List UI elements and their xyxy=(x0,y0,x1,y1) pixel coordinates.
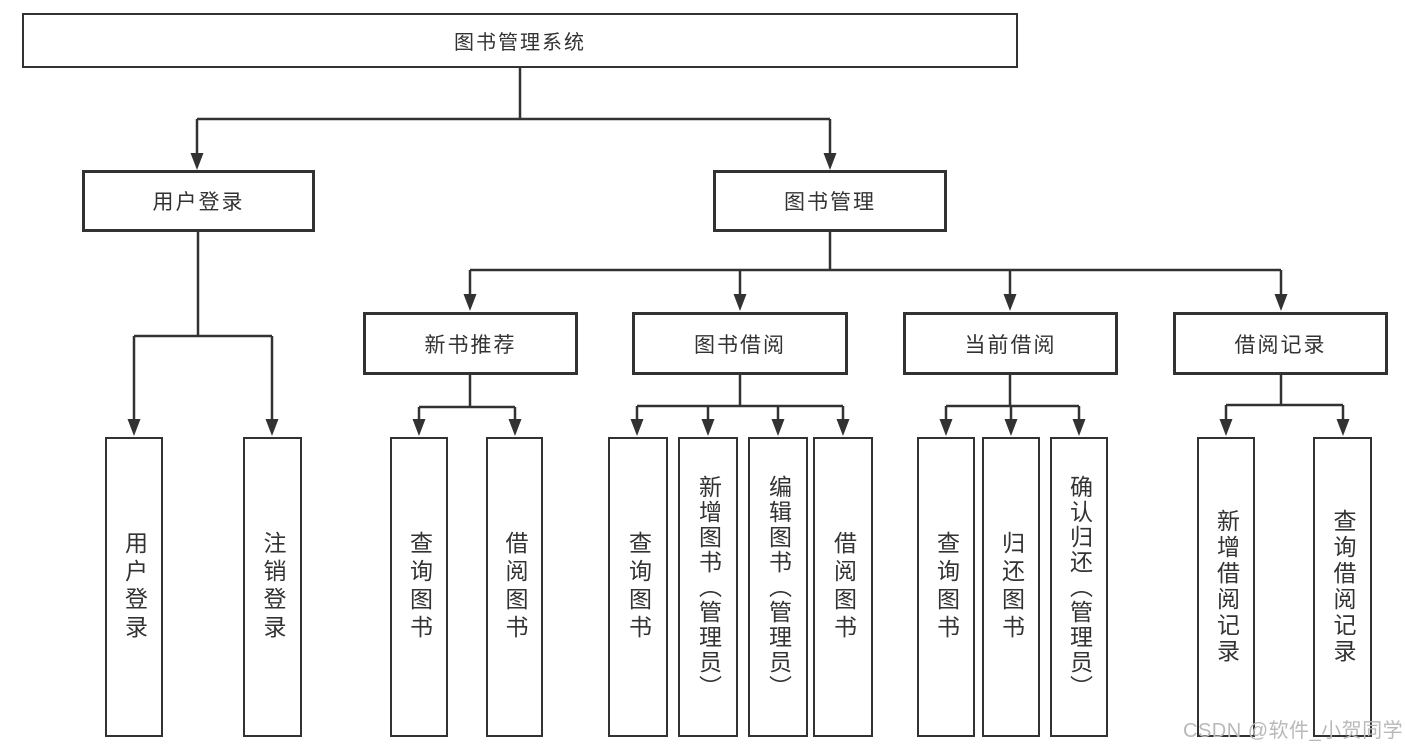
node-new-book-recommend: 新书推荐 xyxy=(363,312,578,375)
connector-newbook-to-leaves xyxy=(417,375,517,421)
node-user-login: 用户登录 xyxy=(82,170,315,232)
leaf-borrow-books: 借阅图书 xyxy=(813,437,873,737)
arrowhead xyxy=(265,419,279,436)
arrowhead xyxy=(733,294,747,311)
arrowhead xyxy=(1003,294,1017,311)
connector-borrow-to-leaves xyxy=(635,375,845,421)
leaf-logout: 注销登录 xyxy=(243,437,302,737)
leaf-add-borrow-record: 新增借阅记录 xyxy=(1197,437,1255,737)
connector-root-to-level2 xyxy=(195,68,832,156)
arrowhead xyxy=(463,294,477,311)
csdn-watermark: CSDN @软件_小贺同学 xyxy=(1183,720,1404,742)
arrowhead xyxy=(127,419,141,436)
connector-userlogin-to-leaves xyxy=(132,232,274,421)
node-book-management: 图书管理 xyxy=(713,170,947,232)
leaf-borrow-books-recommend: 借阅图书 xyxy=(486,437,543,737)
connector-current-to-leaves xyxy=(944,375,1081,421)
leaf-query-books-borrowing: 查询图书 xyxy=(608,437,668,737)
node-book-borrowing: 图书借阅 xyxy=(632,312,848,375)
arrowhead xyxy=(630,419,644,436)
leaf-return-books: 归还图书 xyxy=(982,437,1040,737)
leaf-query-books-current: 查询图书 xyxy=(917,437,975,737)
arrowhead xyxy=(190,153,204,170)
arrowhead xyxy=(412,419,426,436)
arrowhead xyxy=(836,419,850,436)
node-library-system: 图书管理系统 xyxy=(22,13,1018,68)
arrowhead xyxy=(823,153,837,170)
arrowhead xyxy=(508,419,522,436)
arrowhead xyxy=(771,419,785,436)
connector-records-to-leaves xyxy=(1224,375,1345,421)
leaf-add-books-admin: 新增图书（管理员） xyxy=(678,437,738,737)
arrowhead xyxy=(1004,419,1018,436)
arrowhead xyxy=(1072,419,1086,436)
leaf-user-login: 用户登录 xyxy=(105,437,163,737)
node-current-borrowing: 当前借阅 xyxy=(903,312,1118,375)
leaf-query-borrow-record: 查询借阅记录 xyxy=(1313,437,1372,737)
arrowhead xyxy=(1336,419,1350,436)
node-borrow-records: 借阅记录 xyxy=(1173,312,1388,375)
arrowhead xyxy=(701,419,715,436)
arrowheads xyxy=(127,153,1350,436)
arrowhead xyxy=(939,419,953,436)
arrowhead xyxy=(1274,294,1288,311)
connector-lines xyxy=(132,68,1345,421)
connector-bookmgmt-to-level3 xyxy=(468,232,1283,296)
leaf-confirm-return-admin: 确认归还（管理员） xyxy=(1050,437,1108,737)
leaf-query-books-recommend: 查询图书 xyxy=(390,437,448,737)
leaf-edit-books-admin: 编辑图书（管理员） xyxy=(748,437,808,737)
arrowhead xyxy=(1219,419,1233,436)
